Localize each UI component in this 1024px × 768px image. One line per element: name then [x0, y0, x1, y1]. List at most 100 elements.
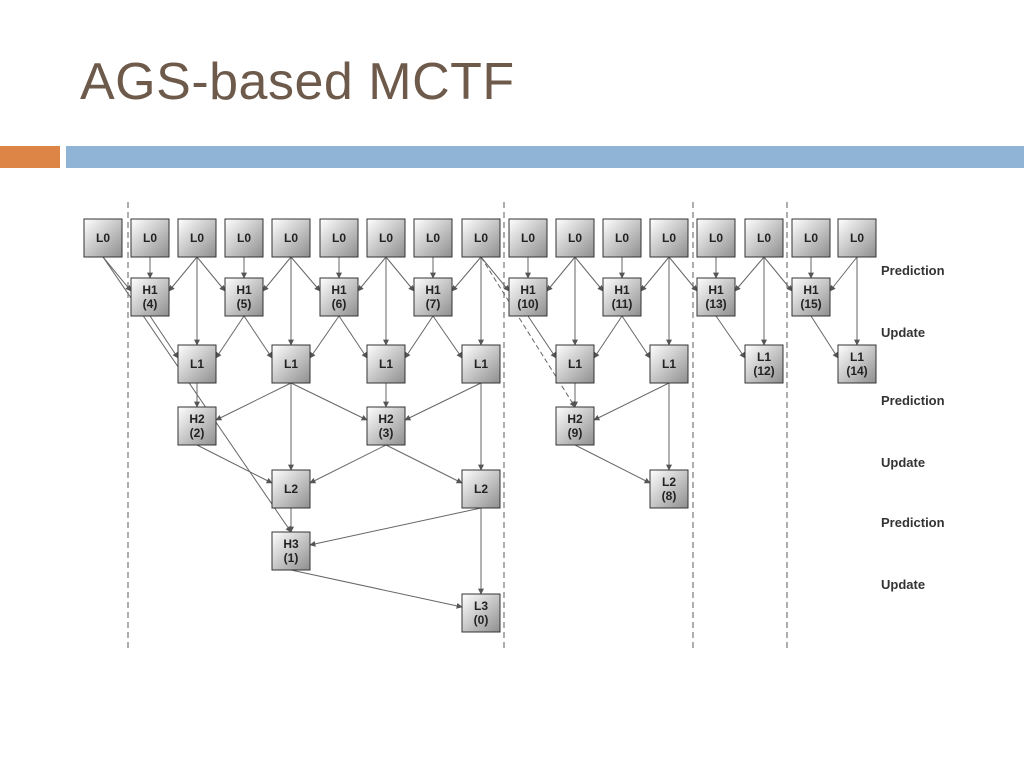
row-label-prediction-3: Prediction — [881, 393, 945, 408]
node-label: L0 — [474, 231, 488, 245]
edge-l0_6-to-h1_6 — [357, 256, 387, 292]
node-index: (1) — [284, 551, 299, 565]
row-label-update-6: Update — [881, 577, 925, 592]
edge-h1_13-to-l1_12 — [715, 315, 746, 359]
node-index: (10) — [517, 297, 538, 311]
node-index: (12) — [753, 364, 774, 378]
node-l0_6: L0 — [366, 218, 406, 258]
edge-l0_2-to-h1_4 — [168, 256, 198, 292]
node-h1_11: H1(11) — [602, 277, 642, 317]
node-l2_a: L2 — [271, 469, 311, 509]
node-box — [837, 218, 877, 258]
node-box — [461, 593, 501, 633]
node-index: (6) — [332, 297, 347, 311]
node-label: L0 — [143, 231, 157, 245]
node-h2_9: H2(9) — [555, 406, 595, 446]
node-l0_11: L0 — [602, 218, 642, 258]
node-h1_10: H1(10) — [508, 277, 548, 317]
node-label: H2 — [189, 412, 205, 426]
node-h3_1: H3(1) — [271, 531, 311, 571]
title-accent-blue-bar — [66, 146, 1024, 168]
node-index: (15) — [800, 297, 821, 311]
node-label: L0 — [804, 231, 818, 245]
node-l0_0: L0 — [83, 218, 123, 258]
node-box — [271, 469, 311, 509]
node-label: L1 — [757, 350, 771, 364]
edge-l0_4-to-h1_5 — [262, 256, 292, 292]
node-box — [177, 218, 217, 258]
node-label: L0 — [850, 231, 864, 245]
node-index: (7) — [426, 297, 441, 311]
node-box — [413, 277, 453, 317]
node-box — [649, 344, 689, 384]
node-box — [508, 218, 548, 258]
node-l0_15: L0 — [791, 218, 831, 258]
node-label: L1 — [474, 357, 488, 371]
node-label: L0 — [615, 231, 629, 245]
node-l0_4: L0 — [271, 218, 311, 258]
node-l1_b: L1 — [271, 344, 311, 384]
node-h1_7: H1(7) — [413, 277, 453, 317]
node-label: H1 — [142, 283, 158, 297]
node-l2_8: L2(8) — [649, 469, 689, 509]
node-box — [130, 277, 170, 317]
node-box — [555, 406, 595, 446]
edge-h2_2-to-l2_a — [196, 444, 273, 484]
node-box — [461, 344, 501, 384]
node-index: (5) — [237, 297, 252, 311]
edge-h1_7-to-l1_c — [404, 315, 434, 359]
node-box — [555, 218, 595, 258]
node-box — [130, 218, 170, 258]
node-label: L0 — [757, 231, 771, 245]
edge-h3_1-to-l3_0 — [290, 569, 463, 609]
row-label-update-4: Update — [881, 455, 925, 470]
edge-h2_9-to-l2_8 — [574, 444, 651, 484]
node-index: (14) — [846, 364, 867, 378]
node-label: H1 — [614, 283, 630, 297]
node-label: L0 — [662, 231, 676, 245]
node-label: L0 — [332, 231, 346, 245]
node-l0_1: L0 — [130, 218, 170, 258]
node-box — [224, 277, 264, 317]
edge-l0_12-to-h1_11 — [640, 256, 670, 292]
node-box — [602, 277, 642, 317]
node-label: L1 — [568, 357, 582, 371]
edge-h2_3-to-l2_a — [309, 444, 387, 484]
node-box — [461, 469, 501, 509]
node-l0_14: L0 — [744, 218, 784, 258]
node-index: (0) — [474, 613, 489, 627]
node-label: L2 — [662, 475, 676, 489]
node-box — [649, 218, 689, 258]
node-box — [224, 218, 264, 258]
node-h2_3: H2(3) — [366, 406, 406, 446]
node-label: L1 — [850, 350, 864, 364]
node-box — [83, 218, 123, 258]
node-box — [744, 218, 784, 258]
node-box — [271, 218, 311, 258]
node-box — [791, 218, 831, 258]
edge-h1_6-to-l1_b — [309, 315, 340, 359]
node-l0_5: L0 — [319, 218, 359, 258]
node-index: (11) — [612, 297, 633, 311]
edge-h1_7-to-l1_d — [432, 315, 463, 359]
edge-h1_5-to-l1_b — [243, 315, 273, 359]
node-box — [649, 469, 689, 509]
row-label-prediction-5: Prediction — [881, 515, 945, 530]
node-box — [791, 277, 831, 317]
node-l1_e: L1 — [555, 344, 595, 384]
node-l1_f: L1 — [649, 344, 689, 384]
node-label: H3 — [283, 537, 299, 551]
node-l1_14: L1(14) — [837, 344, 877, 384]
node-box — [461, 218, 501, 258]
node-box — [366, 406, 406, 446]
node-box — [696, 218, 736, 258]
node-box — [177, 344, 217, 384]
edge-l1_f-to-h2_9 — [593, 382, 670, 421]
node-l1_c: L1 — [366, 344, 406, 384]
edge-l0_4-to-h1_6 — [290, 256, 321, 292]
node-l2_b: L2 — [461, 469, 501, 509]
node-box — [837, 344, 877, 384]
edge-h1_11-to-l1_f — [621, 315, 651, 359]
node-l1_d: L1 — [461, 344, 501, 384]
node-index: (9) — [568, 426, 583, 440]
